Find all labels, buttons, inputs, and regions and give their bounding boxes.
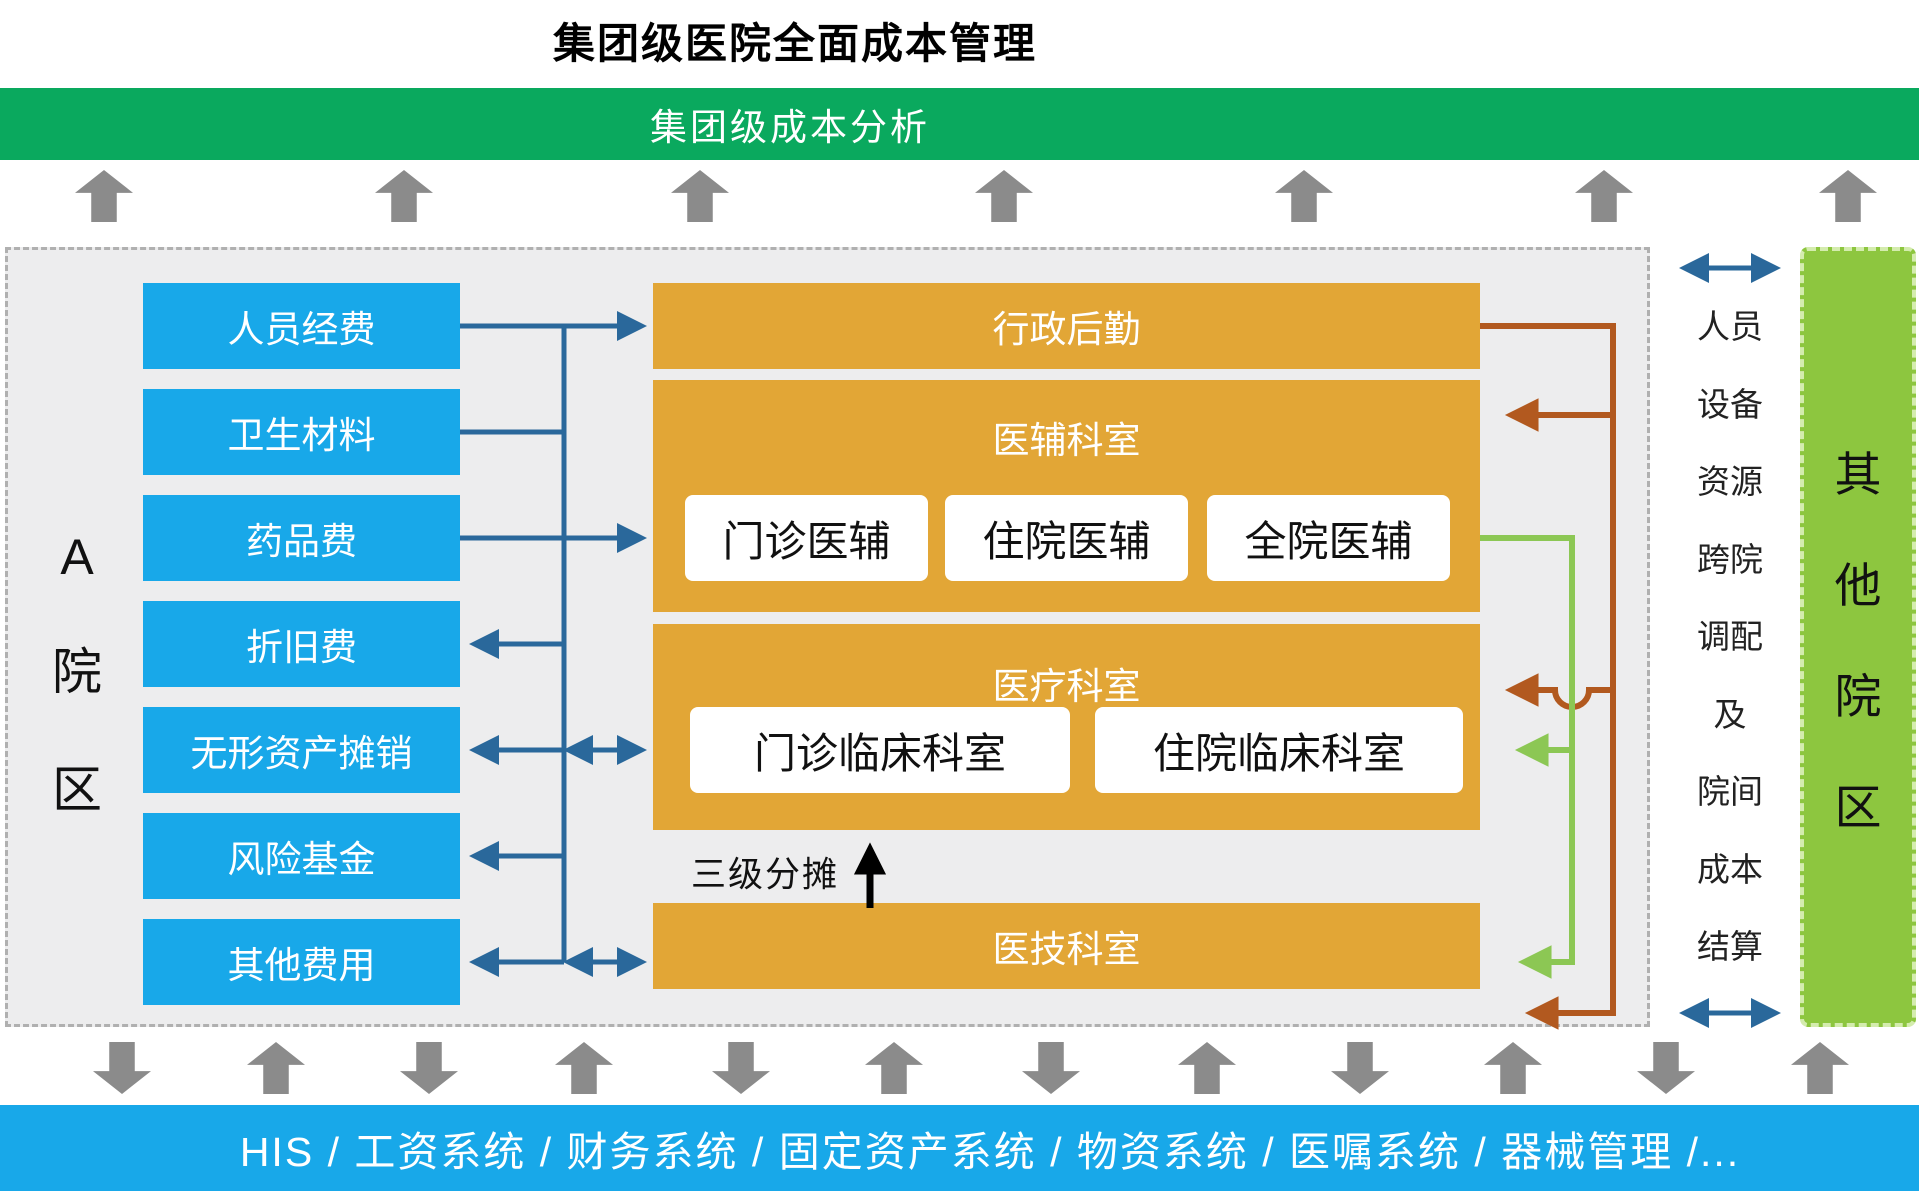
flow-up-arrow <box>1275 170 1333 222</box>
flow-down-arrow <box>712 1042 770 1094</box>
cost-box-risk-fund: 风险基金 <box>143 813 460 899</box>
sub-box-hospital-wide-aux: 全院医辅 <box>1207 495 1450 581</box>
flow-up-arrow <box>375 170 433 222</box>
group-cost-analysis-label: 集团级成本分析 <box>650 107 930 148</box>
flow-up-arrow <box>865 1042 923 1094</box>
source-systems-label: HIS / 工资系统 / 财务系统 / 固定资产系统 / 物资系统 / 医嘱系统… <box>239 1129 1741 1175</box>
cost-box-other-expenses: 其他费用 <box>143 919 460 1005</box>
flow-up-arrow <box>75 170 133 222</box>
flow-up-arrow <box>555 1042 613 1094</box>
sub-box-outpatient-aux: 门诊医辅 <box>685 495 928 581</box>
transfer-item: 结算 <box>1697 928 1763 965</box>
flow-up-arrow <box>975 170 1033 222</box>
transfer-item: 调配 <box>1697 618 1763 655</box>
transfer-item: 人员 <box>1697 308 1763 345</box>
cost-box-depreciation: 折旧费 <box>143 601 460 687</box>
flow-up-arrow <box>1484 1042 1542 1094</box>
tertiary-allocation-label: 三级分摊 <box>690 855 840 895</box>
cost-box-drug-fee: 药品费 <box>143 495 460 581</box>
cost-box-intangible-amortization: 无形资产摊销 <box>143 707 460 793</box>
group-cost-analysis-banner: 集团级成本分析 <box>0 88 1919 160</box>
transfer-item: 跨院 <box>1697 540 1763 578</box>
dept-aux-title: 医辅科室 <box>992 420 1141 461</box>
transfer-item: 成本 <box>1697 850 1763 888</box>
page-title: 集团级医院全面成本管理 <box>552 20 1038 67</box>
flow-up-arrow <box>1819 170 1877 222</box>
dept-box-medical-auxiliary: 医辅科室 门诊医辅 住院医辅 全院医辅 <box>653 380 1480 612</box>
transfer-item: 及 <box>1713 695 1747 733</box>
other-campus-char: 院 <box>1834 670 1882 723</box>
sub-box-inpatient-aux: 住院医辅 <box>945 495 1188 581</box>
other-campus-char: 他 <box>1834 559 1882 612</box>
flow-up-arrow <box>247 1042 305 1094</box>
sub-box-outpatient-clinical: 门诊临床科室 <box>690 707 1070 793</box>
other-campus-box: 其 他 院 区 <box>1800 247 1916 1027</box>
flow-up-arrow <box>1791 1042 1849 1094</box>
transfer-item: 设备 <box>1697 385 1763 423</box>
flow-down-arrow <box>1331 1042 1389 1094</box>
source-systems-banner: HIS / 工资系统 / 财务系统 / 固定资产系统 / 物资系统 / 医嘱系统… <box>0 1105 1919 1191</box>
cost-box-sanitary-materials: 卫生材料 <box>143 389 460 475</box>
campus-a-label: A 院 区 <box>42 528 112 822</box>
flow-down-arrow <box>1637 1042 1695 1094</box>
transfer-item: 资源 <box>1697 463 1763 500</box>
cross-campus-transfer-column: 人员 设备 资源 跨院 调配 及 院间 成本 结算 <box>1665 300 1795 968</box>
dept-box-admin-logistics: 行政后勤 <box>653 283 1480 369</box>
sub-box-inpatient-clinical: 住院临床科室 <box>1095 707 1463 793</box>
flow-up-arrow <box>1575 170 1633 222</box>
transfer-item: 院间 <box>1697 773 1763 810</box>
cost-box-personnel: 人员经费 <box>143 283 460 369</box>
flow-up-arrow <box>671 170 729 222</box>
dept-box-medical-tech: 医技科室 <box>653 903 1480 989</box>
campus-a-char: 区 <box>52 762 102 818</box>
flow-down-arrow <box>400 1042 458 1094</box>
flow-down-arrow <box>1022 1042 1080 1094</box>
dept-box-medical-clinical: 医疗科室 门诊临床科室 住院临床科室 <box>653 624 1480 830</box>
campus-a-char: A <box>60 529 94 585</box>
other-campus-char: 其 <box>1834 448 1882 501</box>
flow-up-arrow <box>1178 1042 1236 1094</box>
flow-down-arrow <box>93 1042 151 1094</box>
campus-a-char: 院 <box>52 644 102 700</box>
dept-clinical-title: 医疗科室 <box>992 666 1141 707</box>
other-campus-char: 区 <box>1834 781 1882 834</box>
